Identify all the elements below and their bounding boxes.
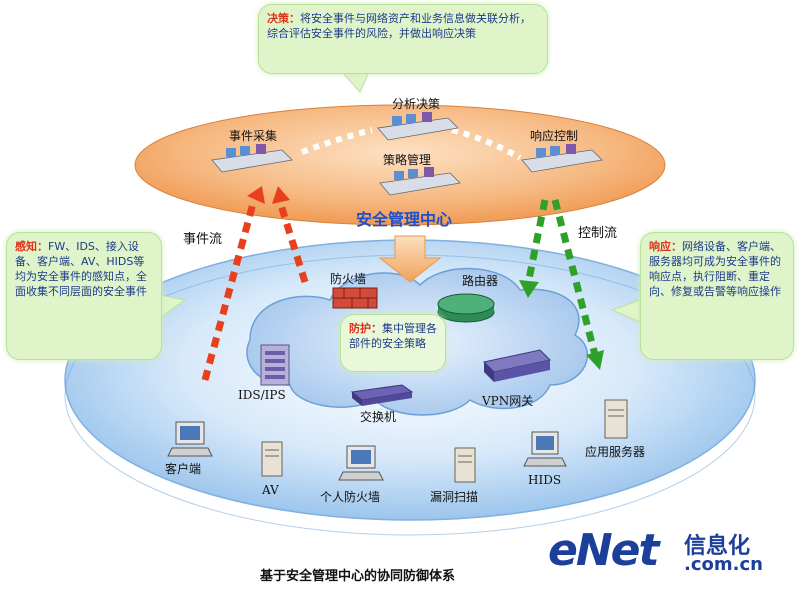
flow-collect-to-analyze: [300, 127, 373, 155]
sense-callout-title: 感知：: [15, 240, 48, 253]
console-policy-icon: [379, 167, 461, 196]
firewall-label: 防火墙: [330, 272, 367, 286]
control-flow-arrows: [519, 199, 604, 370]
logo-cn: 信息化: [684, 534, 751, 559]
flow-analyze-to-control: [451, 127, 522, 161]
logo-brand: eNet: [548, 525, 660, 576]
client-label: 客户端: [165, 462, 202, 476]
console-control-icon: [521, 144, 603, 173]
ids-ips-label: IDS/IPS: [238, 388, 286, 402]
node-policy-label: 策略管理: [383, 153, 432, 167]
sense-callout-body: FW、IDS、接入设备、客户端、AV、HIDS等均为安全事件的感知点，全面收集不…: [15, 240, 147, 298]
av-label: AV: [262, 483, 279, 497]
ids-ips-icon: [260, 344, 290, 386]
decision-callout-title: 决策：: [267, 12, 300, 25]
hids-label: HIDS: [528, 473, 562, 487]
protect-callout: 防护：集中管理各部件的安全策略: [340, 314, 446, 372]
hids-computer-icon: [523, 431, 567, 467]
sense-callout: 感知：FW、IDS、接入设备、客户端、AV、HIDS等均为安全事件的感知点，全面…: [6, 232, 162, 360]
protect-callout-title: 防护：: [349, 322, 382, 335]
center-title: 安全管理中心: [356, 210, 453, 229]
decision-callout-body: 将安全事件与网络资产和业务信息做关联分析，综合评估安全事件的风险，并做出响应决策: [267, 12, 531, 40]
node-analyze-label: 分析决策: [392, 97, 441, 111]
personal-firewall-label: 个人防火墙: [320, 490, 381, 504]
respond-callout: 响应：网络设备、客户端、服务器均可成为安全事件的响应点，执行阻断、重定向、修复或…: [640, 232, 794, 360]
enet-logo: eNet 信息化 .com.cn: [548, 526, 788, 576]
personal-firewall-computer-icon: [338, 445, 384, 481]
console-collect-icon: [211, 144, 293, 173]
management-layer-disk: [134, 104, 666, 226]
vpn-gateway-icon: [482, 349, 552, 382]
event-flow-label: 事件流: [183, 232, 223, 247]
router-icon: [437, 293, 495, 323]
respond-callout-body: 网络设备、客户端、服务器均可成为安全事件的响应点，执行阻断、重定向、修复或告警等…: [649, 240, 781, 298]
client-computer-icon: [167, 421, 213, 457]
console-analyze-icon: [377, 112, 459, 141]
center-down-arrow: [378, 235, 442, 283]
vuln-scanner-server-icon: [454, 447, 476, 483]
firewall-icon: [332, 287, 378, 309]
av-server-icon: [261, 441, 283, 477]
app-server-label: 应用服务器: [585, 445, 646, 459]
switch-label: 交换机: [360, 410, 397, 424]
respond-callout-title: 响应：: [649, 240, 682, 253]
node-collect-label: 事件采集: [229, 129, 278, 143]
control-flow-label: 控制流: [578, 226, 618, 241]
switch-icon: [350, 384, 414, 406]
figure-caption: 基于安全管理中心的协同防御体系: [260, 569, 456, 584]
decision-callout: 决策：将安全事件与网络资产和业务信息做关联分析，综合评估安全事件的风险，并做出响…: [258, 4, 548, 74]
node-control-label: 响应控制: [530, 129, 579, 143]
protect-callout-body: 集中管理各部件的安全策略: [349, 322, 437, 350]
vuln-scanner-label: 漏洞扫描: [430, 490, 479, 504]
app-server-icon: [604, 399, 628, 439]
vpn-gateway-label: VPN网关: [482, 394, 534, 408]
router-label: 路由器: [462, 274, 499, 288]
event-flow-arrows: [201, 186, 309, 381]
logo-domain: .com.cn: [684, 554, 763, 575]
